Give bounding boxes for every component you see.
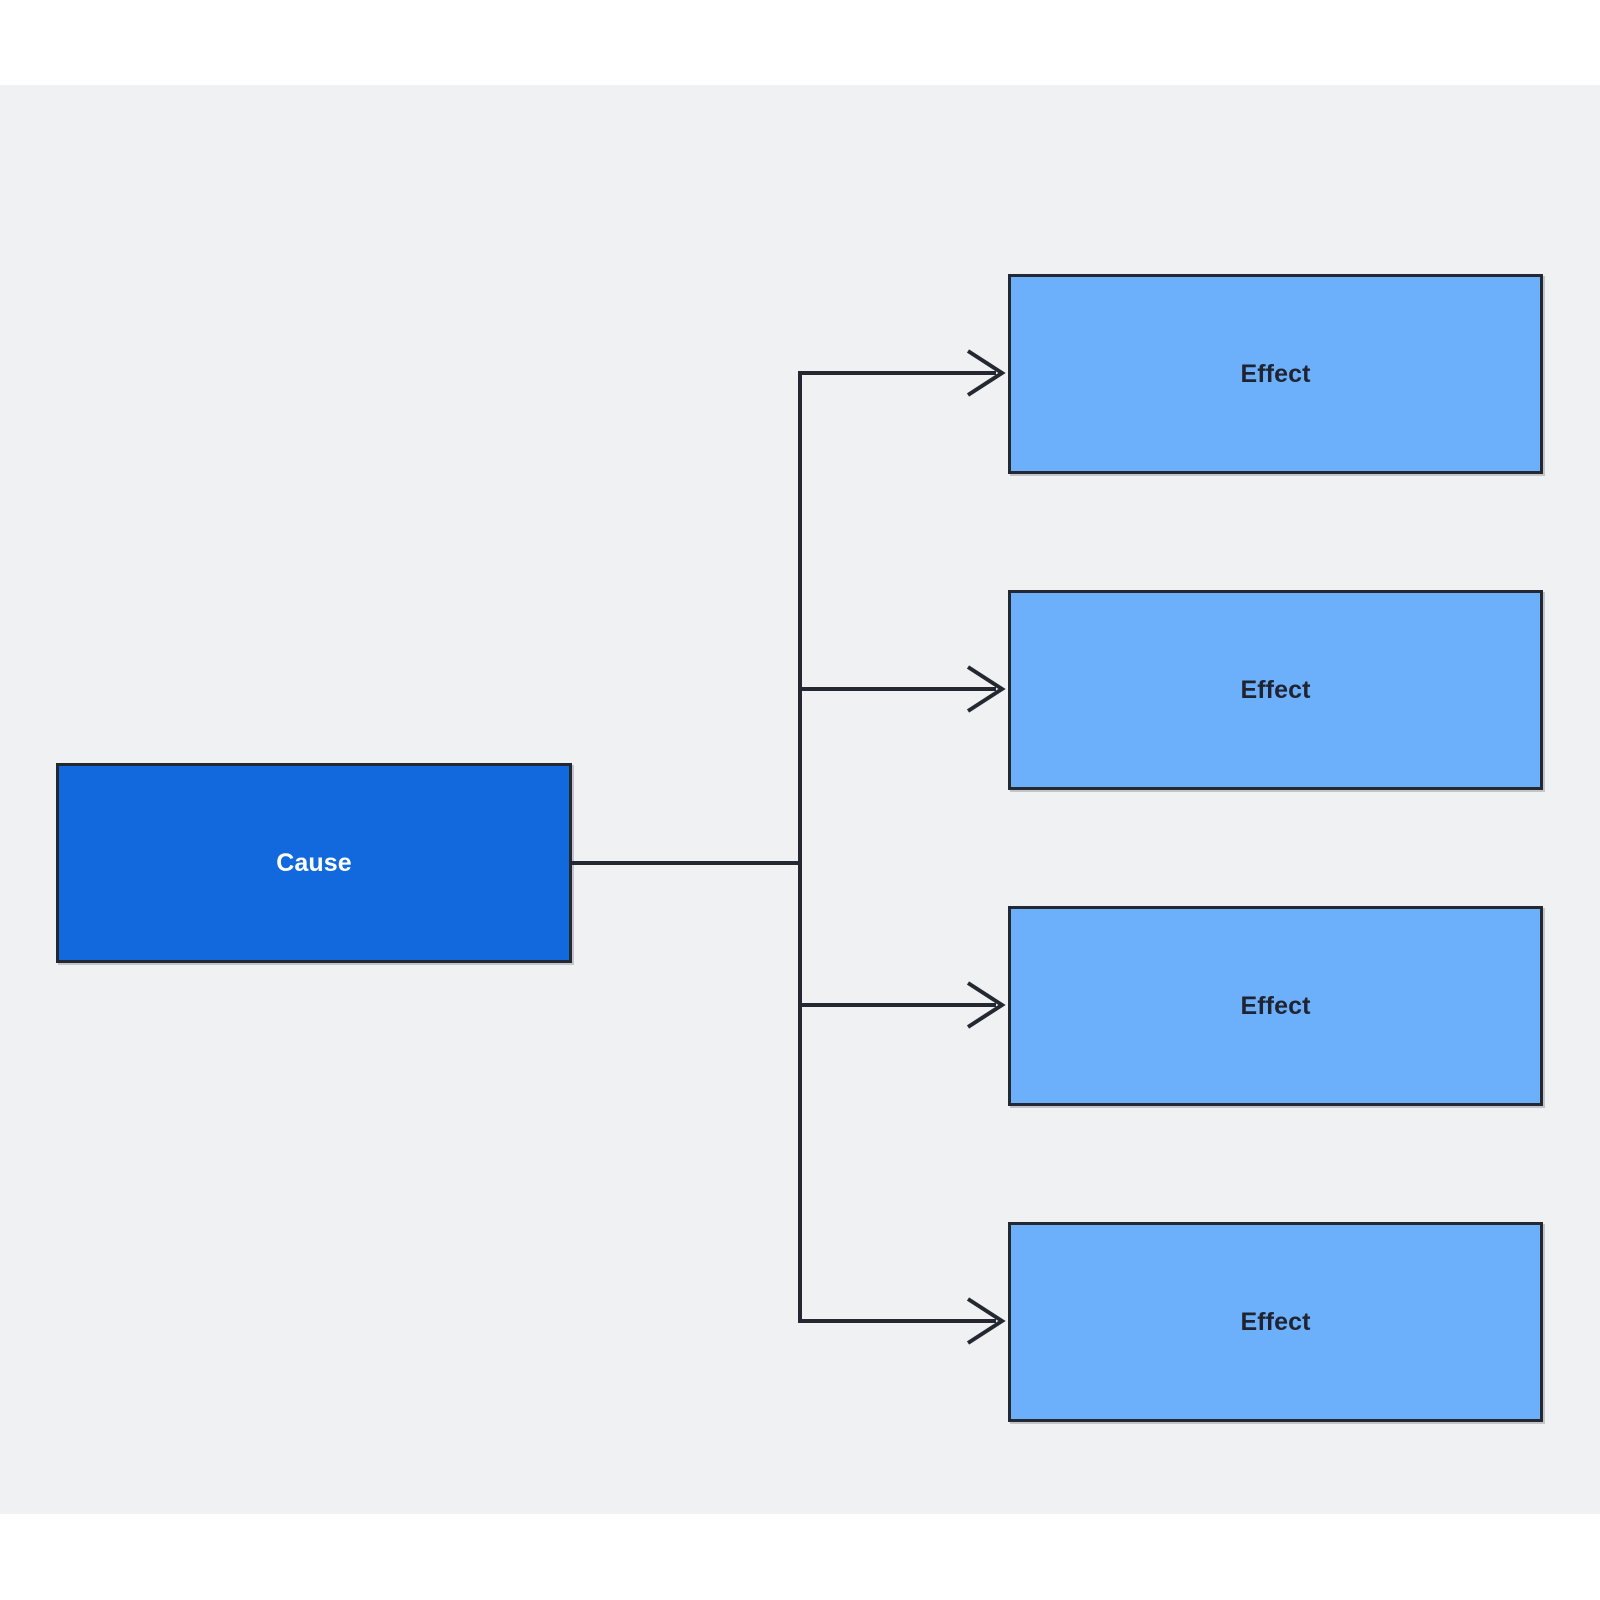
arrowhead-icon-effect-2 (966, 665, 1006, 713)
node-effect-3[interactable]: Effect (1008, 906, 1543, 1106)
node-effect-2-label: Effect (1240, 675, 1311, 704)
node-effect-3-label: Effect (1240, 991, 1311, 1020)
diagram-canvas[interactable]: Cause Effect Effect Effect Effect (0, 85, 1600, 1514)
node-effect-4-label: Effect (1240, 1307, 1311, 1336)
node-effect-4[interactable]: Effect (1008, 1222, 1543, 1422)
node-effect-2[interactable]: Effect (1008, 590, 1543, 790)
arrowhead-icon-effect-3 (966, 981, 1006, 1029)
arrowhead-icon-effect-1 (966, 349, 1006, 397)
node-cause[interactable]: Cause (56, 763, 572, 963)
node-cause-label: Cause (276, 848, 352, 877)
node-effect-1-label: Effect (1240, 359, 1311, 388)
node-effect-1[interactable]: Effect (1008, 274, 1543, 474)
arrowhead-icon-effect-4 (966, 1297, 1006, 1345)
